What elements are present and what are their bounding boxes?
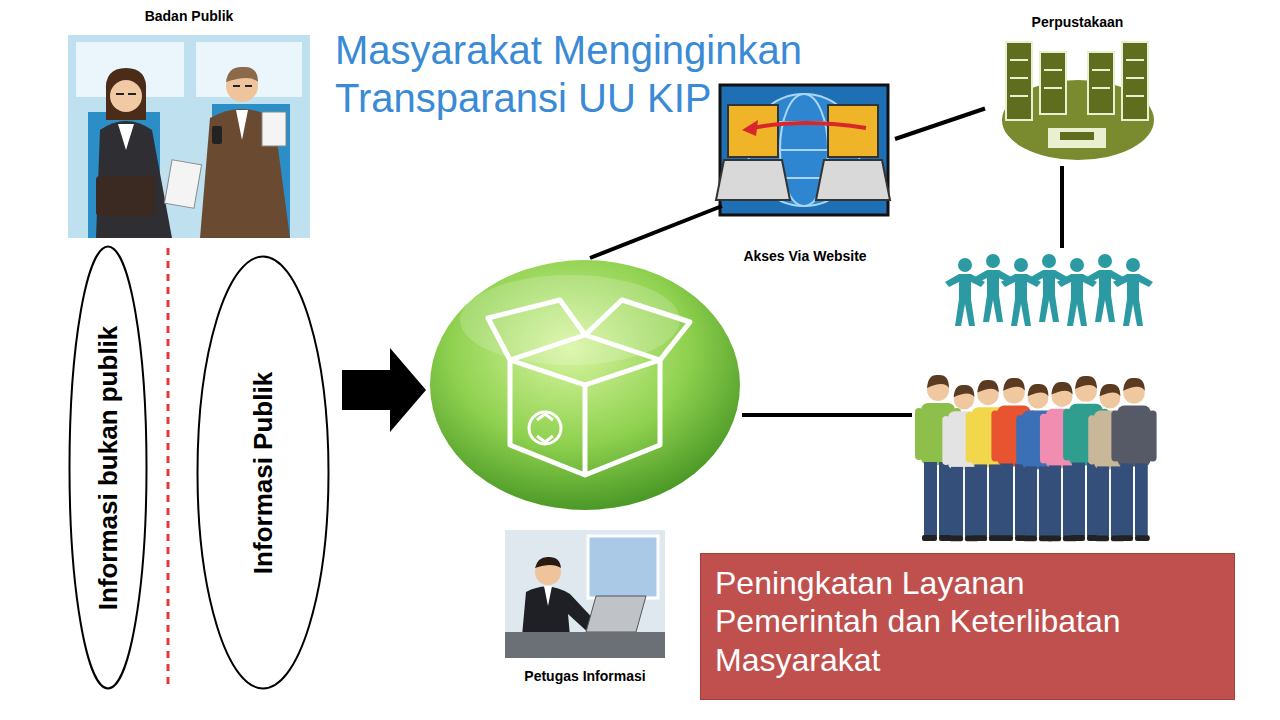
ellipse-shape: [198, 257, 329, 689]
library-picture: Perpustakaan: [985, 14, 1170, 164]
connector-line: [895, 109, 985, 140]
badan-publik-picture: Badan Publik: [68, 8, 310, 238]
caption-label: Petugas Informasi: [485, 668, 685, 685]
vertical-label: Informasi bukan publik: [93, 325, 123, 610]
info-ellipse: Informasi bukan publik: [68, 245, 148, 690]
officer-picture: Petugas Informasi: [485, 530, 685, 685]
diagram-title: Masyarakat Menginginkan Transparansi UU …: [335, 26, 875, 122]
info-ellipse: Informasi Publik: [196, 255, 330, 690]
box-text: Peningkatan Layanan Pemerintah dan Keter…: [715, 564, 1174, 679]
vertical-label: Informasi Publik: [248, 371, 278, 573]
ellipse-shape: [70, 247, 147, 689]
caption-label: Akses Via Website: [715, 248, 895, 265]
caption-label: Perpustakaan: [985, 14, 1170, 31]
result-box: Peningkatan Layanan Pemerintah dan Keter…: [700, 553, 1235, 700]
caption-label: Badan Publik: [68, 8, 310, 25]
website-picture: Akses Via Website: [715, 85, 895, 265]
